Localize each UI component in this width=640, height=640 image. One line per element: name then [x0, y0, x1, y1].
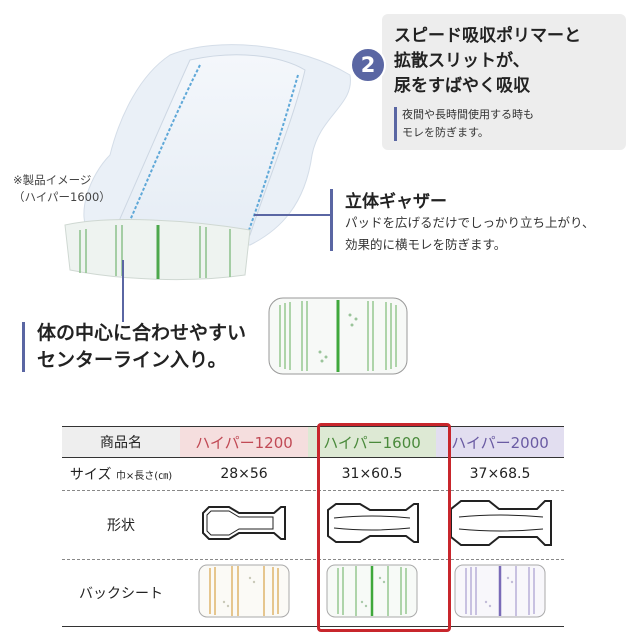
product-hyper1600: ハイパー1600 [308, 426, 436, 458]
table-row: バックシート [62, 559, 564, 627]
backsheet-sample [198, 564, 290, 618]
size-label: サイズ [69, 467, 112, 483]
spec-table: 商品名 ハイパー1200 ハイパー1600 ハイパー2000 サイズ 巾×長さ(… [62, 426, 564, 627]
backsheet-hyper2000 [436, 559, 564, 627]
size-unit: 巾×長さ(㎝) [115, 471, 173, 482]
highlighted-product-frame [317, 423, 451, 632]
shape-outline-icon [450, 500, 552, 546]
feature-note-rule [394, 107, 397, 141]
size-hyper1200: 28×56 [180, 457, 308, 491]
gather-callout-line [254, 214, 330, 216]
size-hyper2000: 37×68.5 [436, 457, 564, 491]
gather-rule [330, 189, 333, 251]
feature-note: 夜間や長時間使用する時も モレを防ぎます。 [402, 108, 534, 139]
gather-title: 立体ギャザー [345, 192, 447, 212]
table-row: サイズ 巾×長さ(㎝) 28×56 31×60.5 37×68.5 [62, 457, 564, 491]
size-hyper1600: 31×60.5 [308, 457, 436, 491]
feature-number-badge: 2 [350, 47, 386, 83]
product-hyper1200: ハイパー1200 [180, 426, 308, 458]
product-image-note: ※製品イメージ （ハイパー1600） [13, 173, 111, 204]
shape-hyper1600 [308, 490, 436, 560]
table-header-row: 商品名 ハイパー1200 ハイパー1600 ハイパー2000 [62, 426, 564, 458]
shape-label: 形状 [62, 490, 180, 560]
feature-title: スピード吸収ポリマーと 拡散スリットが、 尿をすばやく吸収 [394, 26, 581, 96]
shape-hyper1200 [180, 490, 308, 560]
shape-outline-icon [327, 503, 419, 543]
product-hyper2000: ハイパー2000 [436, 426, 564, 458]
gather-description: パッドを広げるだけでしっかり立ち上がり、 効果的に横モレを防ぎます。 [345, 215, 595, 252]
backsheet-hyper1600 [308, 559, 436, 627]
backsheet-hyper1200 [180, 559, 308, 627]
backsheet-sample [326, 564, 418, 618]
shape-hyper2000 [436, 490, 564, 560]
center-rule [22, 322, 25, 372]
center-callout-line [122, 260, 124, 322]
backsheet-label: バックシート [62, 559, 180, 627]
shape-outline-icon [202, 506, 286, 540]
centerline-backsheet-sample [268, 297, 408, 375]
table-row: 形状 [62, 490, 564, 560]
center-line-title: 体の中心に合わせやすい センターライン入り。 [37, 322, 247, 371]
backsheet-sample [454, 564, 546, 618]
size-label-cell: サイズ 巾×長さ(㎝) [62, 457, 180, 491]
feature-panel [382, 14, 626, 150]
product-illustration [64, 44, 351, 281]
product-name-label: 商品名 [62, 426, 180, 458]
